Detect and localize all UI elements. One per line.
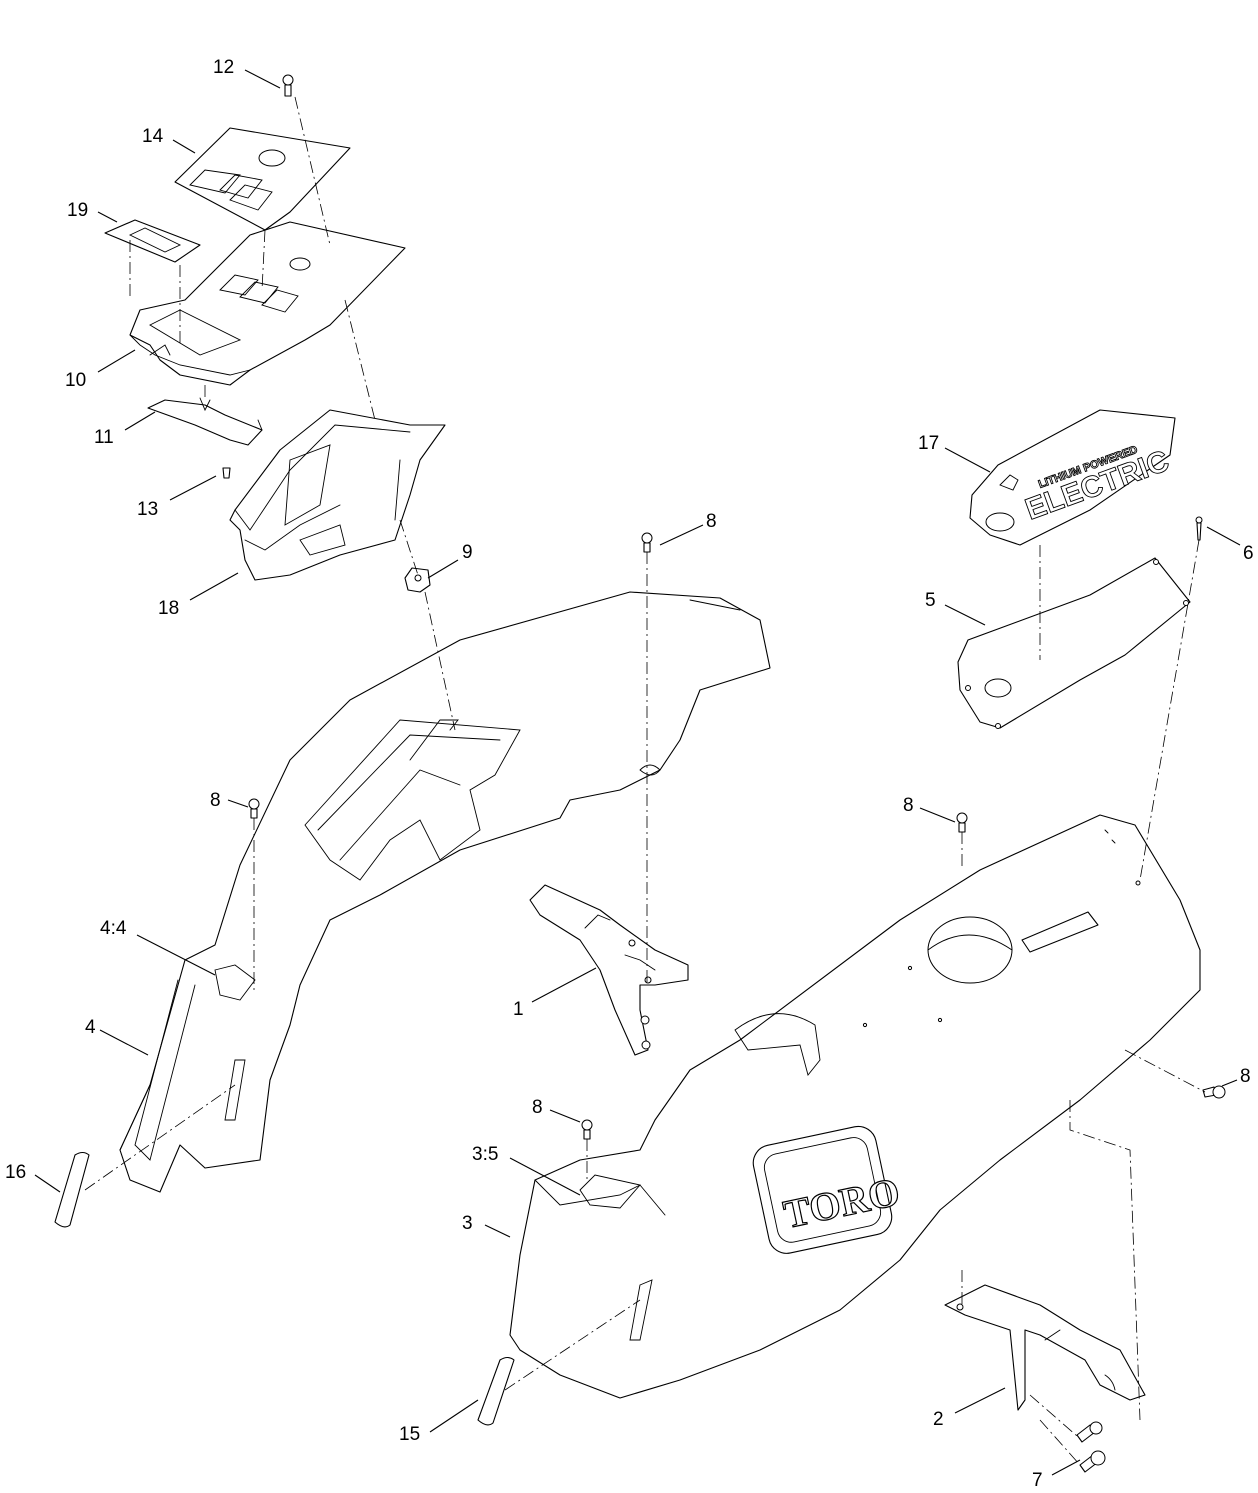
callout-11: 11	[94, 427, 114, 448]
callout-3-5: 3:5	[472, 1144, 498, 1165]
screw-part-8-lower	[581, 1119, 593, 1140]
callout-1: 1	[513, 999, 524, 1020]
callout-12: 12	[213, 57, 234, 78]
bolt-part-7-upper	[1076, 1421, 1103, 1443]
callout-5: 5	[925, 590, 936, 611]
callout-8-mid: 8	[903, 795, 914, 816]
callout-17: 17	[918, 433, 939, 454]
callout-6: 6	[1243, 543, 1254, 564]
screw-part-12	[282, 74, 294, 97]
screw-part-8-top	[641, 532, 653, 553]
callout-18: 18	[158, 598, 179, 619]
callout-8-right: 8	[1240, 1066, 1251, 1087]
callout-15: 15	[399, 1424, 420, 1445]
callout-4: 4	[85, 1017, 96, 1038]
console-top-part-10	[129, 221, 406, 386]
left-fender-part-4	[119, 591, 771, 1193]
decal-part-17: ELECTRIC LITHIUM POWERED	[969, 409, 1176, 546]
callout-7: 7	[1032, 1470, 1043, 1491]
callout-8-lower: 8	[532, 1097, 543, 1118]
callout-10: 10	[65, 370, 86, 391]
assembly-lines	[84, 96, 1206, 1466]
leader-lines	[34, 69, 1241, 1476]
screw-part-8-right	[1202, 1085, 1226, 1099]
callout-8-top: 8	[706, 511, 717, 532]
callout-3: 3	[462, 1213, 473, 1234]
callout-16: 16	[5, 1162, 26, 1183]
clip-part-9	[404, 567, 431, 593]
screw-part-6	[1195, 516, 1203, 541]
bracket-part-11	[147, 397, 263, 446]
callout-14: 14	[142, 126, 164, 147]
callout-19: 19	[67, 200, 88, 221]
bolt-part-7-lower	[1079, 1450, 1106, 1473]
decal-part-19	[104, 219, 201, 263]
callout-4-4: 4:4	[100, 918, 127, 939]
pad-part-16	[54, 1151, 90, 1228]
callout-labels: 12 14 19 10 11 13 18 9 8 17 6 5 8 8 4:4 …	[5, 57, 1254, 1491]
callout-8-left: 8	[210, 790, 221, 811]
screw-part-13	[222, 467, 231, 479]
console-body-part-18	[229, 409, 446, 581]
pad-part-15	[477, 1356, 515, 1426]
callout-13: 13	[137, 499, 158, 520]
decal-part-14	[174, 127, 351, 231]
bracket-part-1	[529, 884, 689, 1056]
right-fender-part-3: TORO	[509, 814, 1201, 1399]
screw-part-8-mid	[956, 812, 968, 833]
bracket-part-2	[944, 1284, 1146, 1411]
callout-9: 9	[462, 542, 473, 563]
screw-part-8-left	[248, 798, 260, 819]
cover-plate-part-5	[957, 557, 1191, 729]
callout-2: 2	[933, 1409, 944, 1430]
